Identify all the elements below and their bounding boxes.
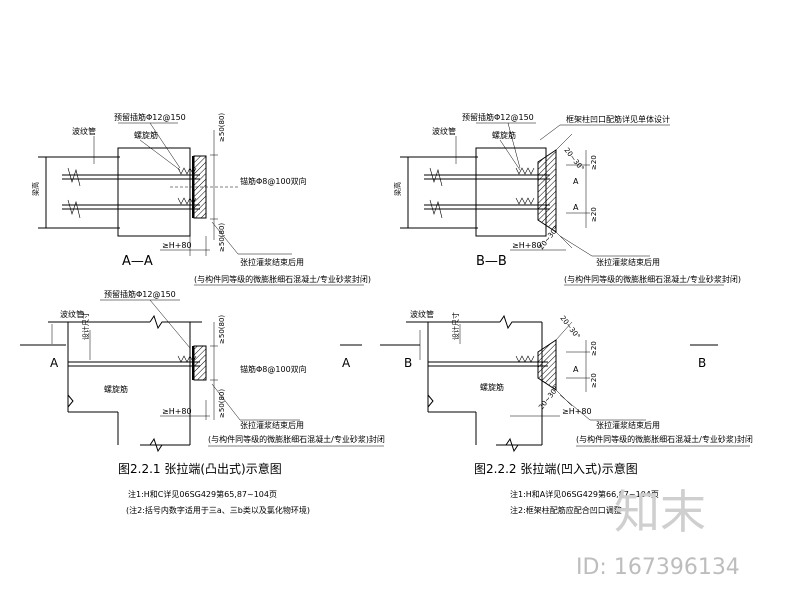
label-rebar-reserved: 预留插筋Φ12@150	[114, 112, 186, 122]
dim-20-d2: ≥20	[590, 373, 598, 388]
fig-221-detail	[20, 299, 362, 453]
label-seal-2: (与构件同等级的微膨胀细石混凝土/专业砂浆封闭)	[194, 274, 371, 284]
watermark: 知末 ID: 167396134	[576, 485, 740, 580]
label-seal-1-d: 张拉灌浆结束后用	[596, 420, 660, 430]
label-seal-2-b: (与构件同等级的微膨胀细石混凝土/专业砂浆封闭)	[564, 274, 741, 284]
label-spiral-b: 螺旋筋	[492, 130, 516, 140]
section-aa-detail	[38, 122, 292, 256]
dim-50-80-c2: ≥50(80)	[218, 389, 226, 418]
section-bb-labels: 预留插筋Φ12@150 波纹管 螺旋筋 梁高 框架柱凹口配筋详见单体设计 20~…	[393, 112, 741, 286]
marker-a-top: A	[573, 177, 579, 186]
dim-h80-b: ≥H+80	[512, 241, 542, 250]
angle-top-d: 20~30°	[558, 314, 581, 340]
label-rebar-reserved-b: 预留插筋Φ12@150	[462, 112, 534, 122]
cut-a-right: A	[342, 356, 351, 370]
caption-fig-221: 图2.2.1 张拉端(凸出式)示意图	[118, 461, 282, 476]
label-frame-note: 框架柱凹口配筋详见单体设计	[566, 114, 670, 124]
label-seal-2-d: (与构件同等级的微膨胀细石混凝土/专业砂浆)封闭	[576, 434, 753, 444]
marker-a-bottom: A	[573, 203, 579, 212]
watermark-id: ID: 167396134	[576, 555, 740, 580]
marker-a-d: A	[573, 365, 579, 374]
label-duct-d: 波纹管	[410, 309, 434, 319]
label-spiral-d: 螺旋筋	[480, 382, 504, 392]
dim-50-80-bottom: ≥50(80)	[218, 223, 226, 252]
fig-222-detail	[380, 314, 718, 453]
dim-h80-d: ≥H+80	[562, 407, 592, 416]
fig-222-labels: 波纹管 设计尺寸 螺旋筋 20~30° 20~30° A ≥20 ≥20 ≥H+…	[404, 309, 753, 447]
dim-50-80-top: ≥50(80)	[218, 113, 226, 142]
section-title-aa: A—A	[122, 254, 153, 269]
fig-221-labels: 预留插筋Φ12@150 波纹管 设计尺寸 螺旋筋 锚筋Φ8@100双向 ≥50(…	[50, 289, 385, 447]
cut-a-left: A	[50, 356, 59, 370]
dim-h80-c: ≥H+80	[162, 407, 192, 416]
cut-b-left: B	[404, 356, 412, 370]
caption-fig-222: 图2.2.2 张拉端(凹入式)示意图	[474, 461, 638, 476]
label-seal-1-b: 张拉灌浆结束后用	[596, 257, 660, 267]
note1-right: 注1:H和A详见06SG429第66,87~104页	[510, 489, 659, 499]
label-duct-c: 波纹管	[60, 309, 84, 319]
captions: 图2.2.1 张拉端(凸出式)示意图 图2.2.2 张拉端(凹入式)示意图 注1…	[118, 461, 659, 515]
dim-20-bottom: ≥20	[590, 207, 598, 222]
dim-20-d1: ≥20	[590, 341, 598, 356]
label-seal-2-c: (与构件同等级的微膨胀细石混凝土/专业砂浆)封闭	[208, 434, 385, 444]
label-spiral: 螺旋筋	[134, 130, 158, 140]
note2-left: (注2:括号内数字适用于三a、三b类以及氯化物环境)	[126, 505, 310, 515]
label-anchor-bar-c: 锚筋Φ8@100双向	[240, 364, 307, 374]
label-seal-1-c: 张拉灌浆结束后用	[240, 420, 304, 430]
dim-50-80-c1: ≥50(80)	[218, 315, 226, 344]
label-duct-b: 波纹管	[432, 126, 456, 136]
label-seal-1: 张拉灌浆结束后用	[240, 257, 304, 267]
label-beam-height: 梁高	[31, 182, 40, 196]
label-anchor-bar: 锚筋Φ8@100双向	[240, 176, 307, 186]
label-rebar-reserved-c: 预留插筋Φ12@150	[104, 289, 176, 299]
dim-20-top: ≥20	[590, 155, 598, 170]
note1-left: 注1:H和C详见06SG429第65,87~104页	[128, 489, 277, 499]
section-bb-detail	[400, 122, 670, 257]
section-title-bb: B—B	[476, 254, 507, 269]
cut-b-right: B	[698, 356, 706, 370]
label-design-dim-d: 设计尺寸	[451, 312, 460, 340]
label-design-dim: 设计尺寸	[81, 312, 90, 340]
section-aa-labels: 预留插筋Φ12@150 波纹管 螺旋筋 梁高 锚筋Φ8@100双向 ≥50(80…	[31, 112, 371, 286]
angle-bottom-d: 20~30°	[537, 385, 560, 411]
watermark-logo: 知末	[614, 485, 706, 539]
label-duct: 波纹管	[72, 126, 96, 136]
angle-top-b: 20~30°	[562, 146, 585, 172]
note2-right: 注2:框架柱配筋应配合凹口调整	[510, 505, 622, 515]
dim-h80: ≥H+80	[162, 241, 192, 250]
label-beam-height-b: 梁高	[393, 182, 402, 196]
label-spiral-c: 螺旋筋	[104, 384, 128, 394]
